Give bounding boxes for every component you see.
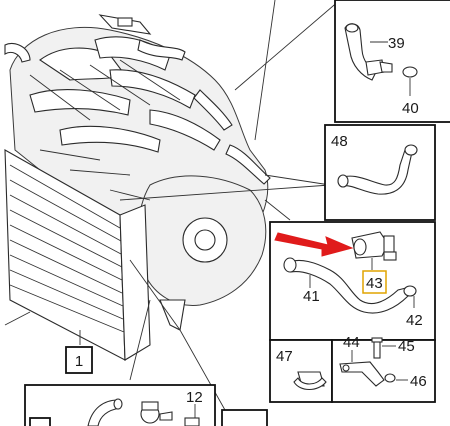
callout-label-45: 45 [398, 338, 415, 355]
red-pointer-arrow-icon [274, 232, 354, 257]
detail-box-47: 47 [269, 339, 333, 403]
highlight-box-43 [362, 270, 387, 294]
callout-label-42: 42 [406, 312, 423, 329]
callout-label-1: 1 [75, 353, 83, 370]
callout-1: 1 [65, 330, 93, 374]
callout-label-47: 47 [276, 348, 293, 365]
callout-label-43: 43 [366, 275, 383, 292]
callout-label-48: 48 [331, 133, 348, 150]
callout-label-41: 41 [303, 288, 320, 305]
engine-assembly [4, 14, 271, 331]
detail-box-41-43: 43 41 42 [269, 221, 436, 341]
callout-label-40: 40 [402, 100, 419, 117]
callout-label-39: 39 [388, 35, 405, 52]
callout-label-44: 44 [343, 334, 360, 351]
detail-box-12: 12 [24, 384, 216, 426]
callout-label-46: 46 [410, 373, 427, 390]
detail-box-partial-bottom [221, 409, 268, 426]
detail-box-48: 48 [324, 124, 436, 221]
detail-box-44-46: 44 45 46 [331, 334, 436, 403]
radiator [4, 149, 151, 361]
callout-label-12: 12 [186, 389, 203, 406]
detail-box-39-40: 39 40 [334, 0, 450, 123]
